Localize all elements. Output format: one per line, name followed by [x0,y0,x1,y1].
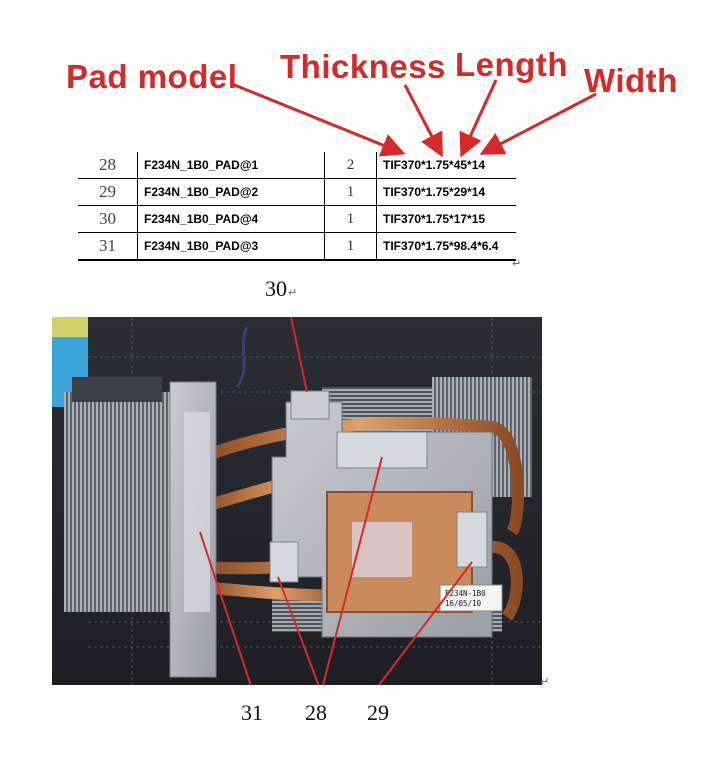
pad-qty: 1 [324,232,377,261]
callout-line-29 [377,561,473,685]
thermal-pad-table: 28 F234N_1B0_PAD@1 2 TIF370*1.75*45*14 2… [78,152,516,261]
pad-model-label: Pad model [66,58,238,95]
callout-29: 29 [367,700,389,725]
pad-name: F234N_1B0_PAD@2 [137,178,325,206]
heatsink-photo: F234N-1B0 16/05/10 [52,317,542,685]
pad-name: F234N_1B0_PAD@1 [137,152,325,179]
table-row: 30 F234N_1B0_PAD@4 1 TIF370*1.75*17*15 [78,205,516,233]
callout-line-31 [199,531,252,685]
return-mark: ↵ [288,286,298,299]
table-row: 28 F234N_1B0_PAD@1 2 TIF370*1.75*45*14 [78,152,516,179]
pad-qty: 1 [324,178,377,206]
pad-29 [456,511,488,568]
pad-name: F234N_1B0_PAD@3 [137,232,325,261]
callout-line-30 [289,317,308,393]
row-number: 29 [78,178,138,206]
callout-30: 30 [265,276,287,301]
table-row: 31 F234N_1B0_PAD@3 1 TIF370*1.75*98.4*6.… [78,232,516,261]
callout-31: 31 [241,700,263,725]
thickness-arrow [403,84,443,158]
pad-spec: TIF370*1.75*45*14 [376,152,516,179]
sticker-line1: F234N-1B0 [445,589,486,598]
label-arrows [231,79,597,158]
width-arrow [479,92,597,155]
pad-30 [290,390,330,420]
sticker-line2: 16/05/10 [445,599,482,608]
callout-line-28a [277,576,320,685]
thickness-label: Thickness [280,48,446,85]
pad-28-left [269,541,299,583]
pad-model-arrow [231,82,406,157]
pad-spec: TIF370*1.75*29*14 [376,178,516,206]
row-number: 31 [78,232,138,261]
pad-name: F234N_1B0_PAD@4 [137,205,325,233]
table-row: 29 F234N_1B0_PAD@2 1 TIF370*1.75*29*14 [78,178,516,206]
pad-qty: 2 [324,152,377,179]
pad-spec: TIF370*1.75*17*15 [376,205,516,233]
return-mark: ↵ [540,675,550,688]
row-number: 28 [78,152,138,179]
return-mark: ↵ [512,257,522,270]
callout-28: 28 [305,700,327,725]
width-label: Width [584,62,678,99]
pad-spec: TIF370*1.75*98.4*6.4 [376,232,516,261]
row-number: 30 [78,205,138,233]
length-label: Length [455,46,568,83]
length-arrow [459,79,498,158]
pad-28-top [336,431,428,469]
callout-line-28b [322,456,383,685]
pad-qty: 1 [324,205,377,233]
